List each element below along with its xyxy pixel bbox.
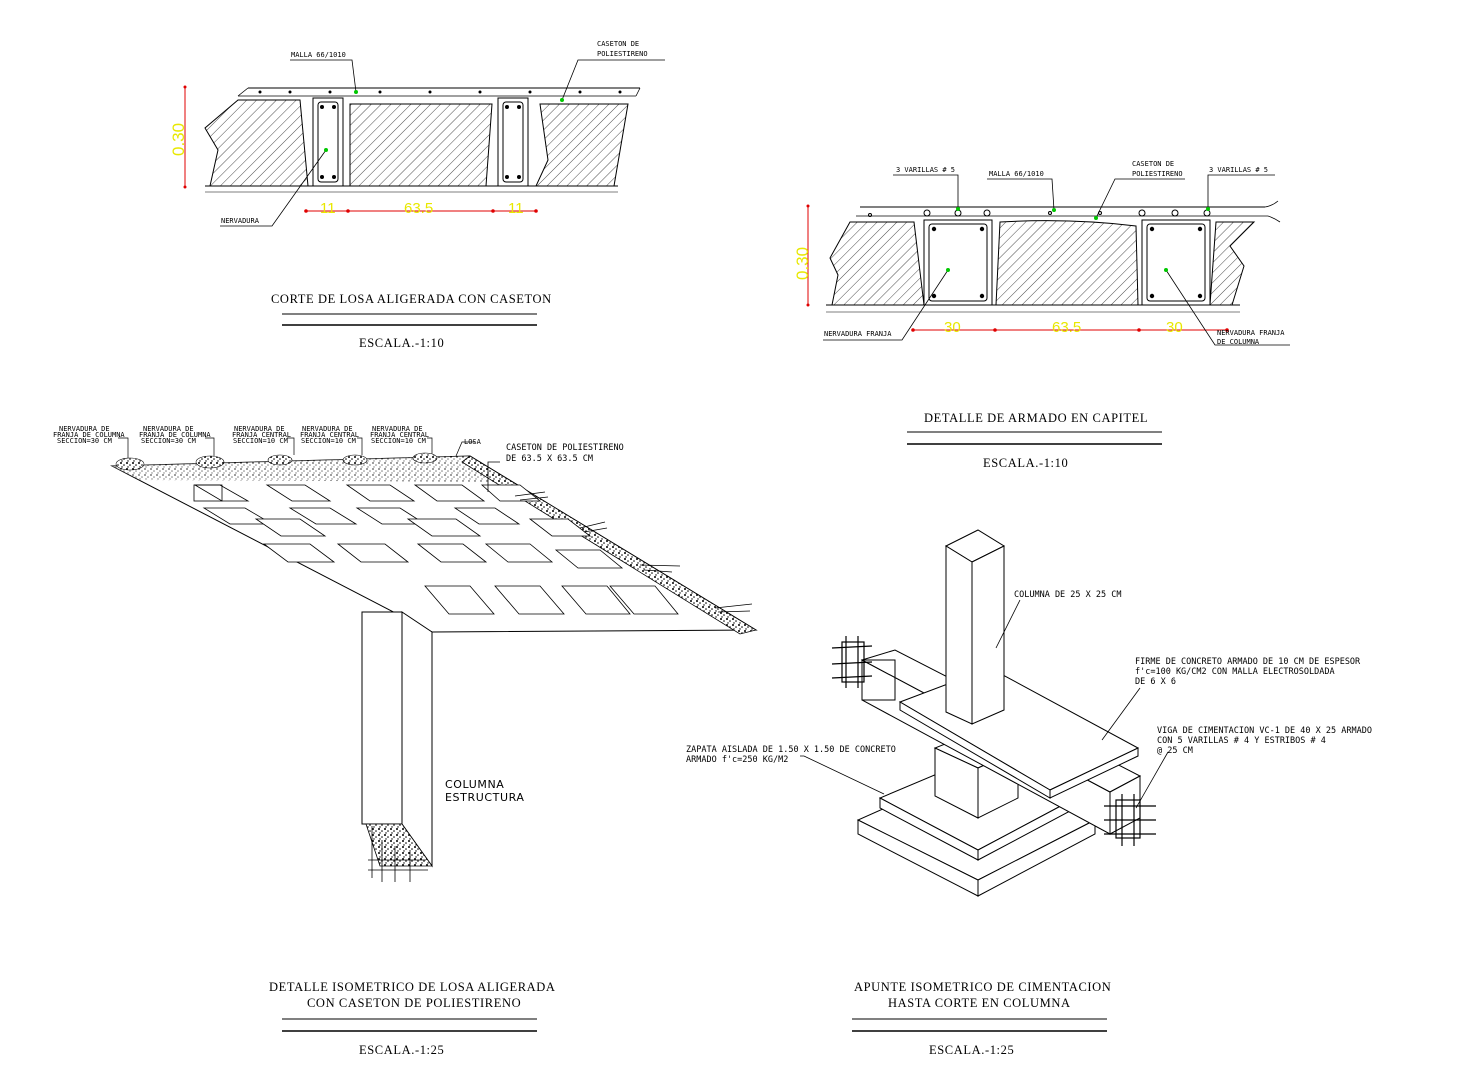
label-rib-1a: NERVADURA DE [59,425,110,433]
label-rib-3c: SECCION=10 CM [233,437,288,445]
label-rib-3b: FRANJA CENTRAL [232,431,291,439]
label-viga-4c: @ 25 CM [1157,746,1193,756]
label-rib-4a: NERVADURA DE [302,425,353,433]
label-rib-2a: NERVADURA DE [143,425,194,433]
capital-rib-left [923,219,993,306]
label-rib-5b: FRANJA CENTRAL [370,431,429,439]
caseton-center-2 [995,220,1139,306]
label-zapata-4b: ARMADO f'c=250 KG/M2 [686,755,788,765]
dim-height-2: 0.30 [793,247,812,280]
label-rib-5c: SECCION=10 CM [371,437,426,445]
scale-detail-1: ESCALA.-1:10 [359,336,444,350]
label-losa: LOSA [464,438,482,446]
label-rib-1b: FRANJA DE COLUMNA [53,431,125,439]
dim-rib-left-1: 11 [320,200,336,217]
detail-2-capital-section: 0.30 30 63.5 30 3 VARILLAS # 5 MALLA 66/… [793,160,1290,470]
label-rib-4c: SECCION=10 CM [301,437,356,445]
label-nervadura-right-2a: NERVADURA FRANJA [1217,329,1285,337]
caseton-center [349,103,493,187]
title-detail-3b: CON CASETON DE POLIESTIRENO [307,996,521,1010]
title-detail-4b: HASTA CORTE EN COLUMNA [888,996,1071,1010]
capital-rebar-dots [868,209,1211,217]
caseton-right-2 [1209,221,1256,306]
label-zapata-4a: ZAPATA AISLADA DE 1.50 X 1.50 DE CONCRET… [686,745,896,755]
label-columna-4: COLUMNA DE 25 X 25 CM [1014,590,1121,600]
isometric-column [361,611,433,882]
label-rib-1c: SECCION=30 CM [57,437,112,445]
dim-caseton-2: 63.5 [1052,319,1081,336]
rib-left [312,97,344,187]
label-columna-3a: COLUMNA [445,778,504,791]
rib-right [497,97,529,187]
dim-caseton-1: 63.5 [404,200,433,217]
title-detail-3a: DETALLE ISOMETRICO DE LOSA ALIGERADA [269,980,556,994]
label-varillas-right-2: 3 VARILLAS # 5 [1209,166,1268,174]
scale-detail-3: ESCALA.-1:25 [359,1043,444,1057]
label-nervadura-right-2b: DE COLUMNA [1217,338,1260,346]
label-viga-4b: CON 5 VARILLAS # 4 Y ESTRIBOS # 4 [1157,736,1326,746]
detail-1-slab-section: 0.30 11 63.5 11 MALLA 66/1010 CASETON DE… [169,40,665,350]
capital-rib-right [1141,219,1211,306]
detail-4-foundation: COLUMNA DE 25 X 25 CM FIRME DE CONCRETO … [686,529,1372,1057]
dim-rib-right-1: 11 [508,200,524,217]
label-rib-3a: NERVADURA DE [234,425,285,433]
dim-rib-right-2: 30 [1166,319,1183,336]
caseton-grid [193,484,679,615]
label-firme-4a: FIRME DE CONCRETO ARMADO DE 10 CM DE ESP… [1135,657,1361,667]
label-firme-4c: DE 6 X 6 [1135,677,1176,687]
label-caseton-2b: POLIESTIRENO [1132,170,1183,178]
label-rib-5a: NERVADURA DE [372,425,423,433]
label-caseton-1a: CASETON DE [597,40,639,48]
foundation-column [944,529,1006,725]
label-rib-4b: FRANJA CENTRAL [300,431,359,439]
title-detail-2: DETALLE DE ARMADO EN CAPITEL [924,411,1148,425]
label-varillas-left-2: 3 VARILLAS # 5 [896,166,955,174]
scale-detail-4: ESCALA.-1:25 [929,1043,1014,1057]
rib-section-blobs [115,452,438,471]
label-firme-4b: f'c=100 KG/CM2 CON MALLA ELECTROSOLDADA [1135,667,1335,677]
caseton-right [535,103,629,187]
caseton-left [204,99,309,187]
rib-labels: NERVADURA DE FRANJA DE COLUMNA SECCION=3… [53,425,482,458]
detail-3-isometric-slab: NERVADURA DE FRANJA DE COLUMNA SECCION=3… [53,425,758,1057]
isolated-footing [856,731,1097,897]
dim-height-1: 0.30 [169,123,188,156]
label-caseton-3a: CASETON DE POLIESTIRENO [506,443,624,453]
label-malla-1: MALLA 66/1010 [291,51,346,59]
label-nervadura-left-2: NERVADURA FRANJA [824,330,892,338]
title-detail-1: CORTE DE LOSA ALIGERADA CON CASETON [271,292,552,306]
label-malla-2: MALLA 66/1010 [989,170,1044,178]
label-rib-2b: FRANJA DE COLUMNA [139,431,211,439]
label-caseton-3b: DE 63.5 X 63.5 CM [506,454,593,464]
label-columna-3b: ESTRUCTURA [445,791,525,804]
title-detail-4a: APUNTE ISOMETRICO DE CIMENTACION [854,980,1111,994]
scale-detail-2: ESCALA.-1:10 [983,456,1068,470]
label-viga-4a: VIGA DE CIMENTACION VC-1 DE 40 X 25 ARMA… [1157,726,1372,736]
dim-rib-left-2: 30 [944,319,961,336]
label-caseton-1b: POLIESTIRENO [597,50,648,58]
label-nervadura-1: NERVADURA [221,217,260,225]
slab-rebar-dots [258,90,622,94]
label-caseton-2a: CASETON DE [1132,160,1174,168]
label-rib-2c: SECCION=30 CM [141,437,196,445]
caseton-left-2 [829,221,925,306]
